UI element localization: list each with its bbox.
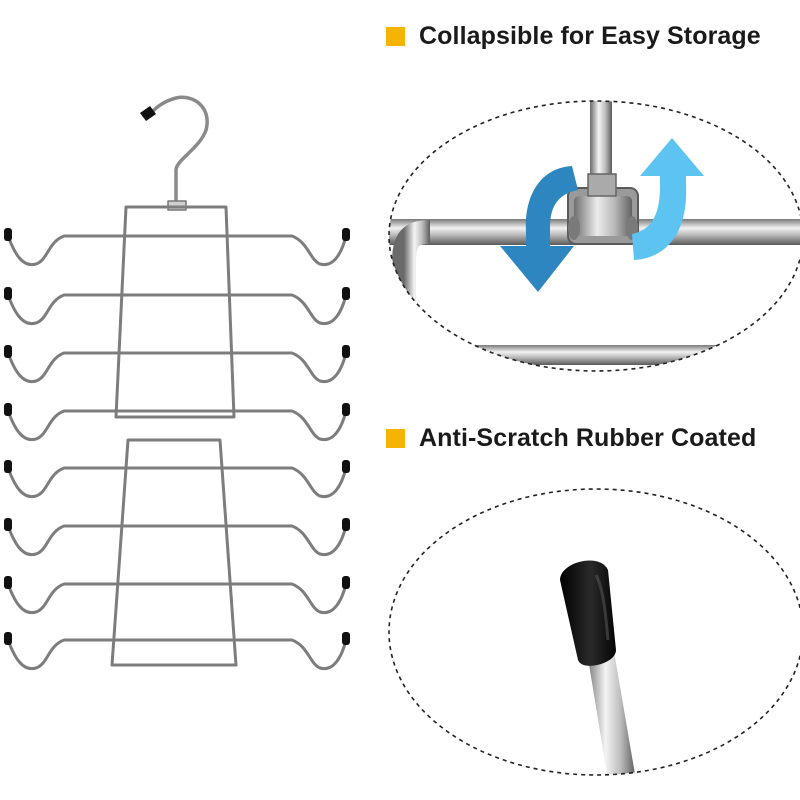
rubber-tip-detail-callout [388,488,800,776]
tier-hanger [110,95,238,667]
rubber-tip [560,560,616,666]
feature-bullet-square [386,27,405,46]
swivel-detail-callout [388,100,800,372]
hook-tip-cap [140,106,156,121]
feature-label: Collapsible for Easy Storage [419,22,761,50]
hanger-tiers [6,234,348,671]
feature-label: Anti-Scratch Rubber Coated [419,424,757,452]
feature-collapsible: Collapsible for Easy Storage [386,22,761,51]
rotate-up-arrow [632,138,704,260]
feature-bullet-square [386,429,405,448]
callout-circle-bottom [388,488,800,776]
rotate-down-arrow [500,166,578,292]
tier-rubber-tips [4,228,350,645]
feature-anti-scratch: Anti-Scratch Rubber Coated [386,424,756,453]
